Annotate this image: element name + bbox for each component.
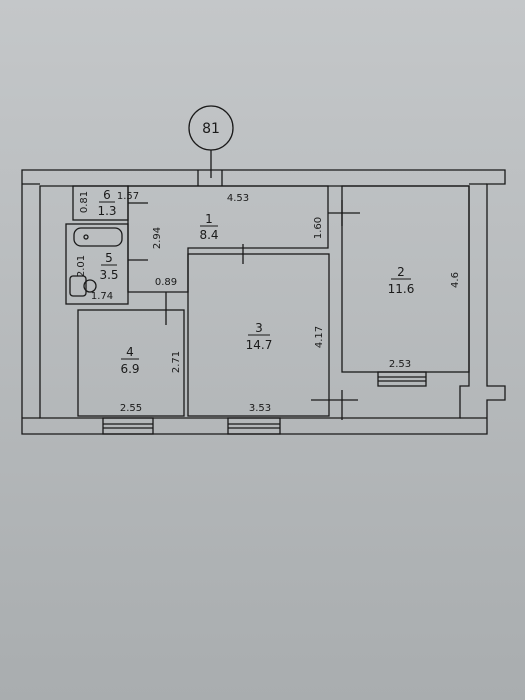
dim-4-17: 4.17	[314, 326, 325, 348]
dim-1-74: 1.74	[91, 291, 113, 302]
window-room-3	[227, 417, 281, 435]
room-labels: 1 8.4 2 11.6 3 14.7 4 6.9 5 3.5 6 1.3	[97, 188, 414, 376]
toilet	[69, 275, 87, 297]
dim-1-60: 1.60	[313, 217, 324, 239]
room-2-area: 11.6	[388, 282, 415, 296]
room-6-area: 1.3	[97, 204, 116, 218]
room-5-area: 3.5	[99, 268, 118, 282]
dim-4-6: 4.6	[450, 272, 461, 288]
dim-2-71: 2.71	[171, 351, 182, 373]
bathtub	[73, 227, 123, 247]
dim-2-55: 2.55	[120, 403, 142, 414]
dim-1-57: 1.57	[117, 191, 139, 202]
dim-2-01: 2.01	[76, 255, 87, 277]
room-6-id: 6	[103, 188, 111, 202]
window-room-4	[102, 417, 154, 435]
dim-2-94: 2.94	[152, 227, 163, 249]
room-1-id: 1	[205, 212, 213, 226]
room-5-outline	[65, 223, 129, 305]
room-1-area: 8.4	[199, 228, 218, 242]
dim-4-53: 4.53	[227, 193, 249, 204]
room-5-id: 5	[105, 251, 113, 265]
room-3-id: 3	[255, 321, 263, 335]
dimension-labels: 4.53 1.60 4.6 2.53 2.94 0.81 1.57 2.01 1…	[76, 191, 461, 414]
floor-plan	[21, 105, 506, 435]
dim-0-89: 0.89	[155, 277, 177, 288]
bathtub-drain	[83, 234, 89, 240]
room-4-area: 6.9	[120, 362, 139, 376]
dim-0-81: 0.81	[79, 191, 90, 213]
apartment-number: 81	[202, 121, 220, 137]
building-outer-line	[21, 169, 506, 435]
room-4-id: 4	[126, 345, 134, 359]
dim-3-53: 3.53	[249, 403, 271, 414]
window-room-2	[377, 371, 427, 387]
room-3-area: 14.7	[246, 338, 273, 352]
room-4-outline	[77, 309, 185, 417]
dim-2-53: 2.53	[389, 359, 411, 370]
room-2-id: 2	[397, 265, 405, 279]
toilet-bowl	[83, 279, 97, 293]
room-3-outline	[187, 253, 330, 417]
